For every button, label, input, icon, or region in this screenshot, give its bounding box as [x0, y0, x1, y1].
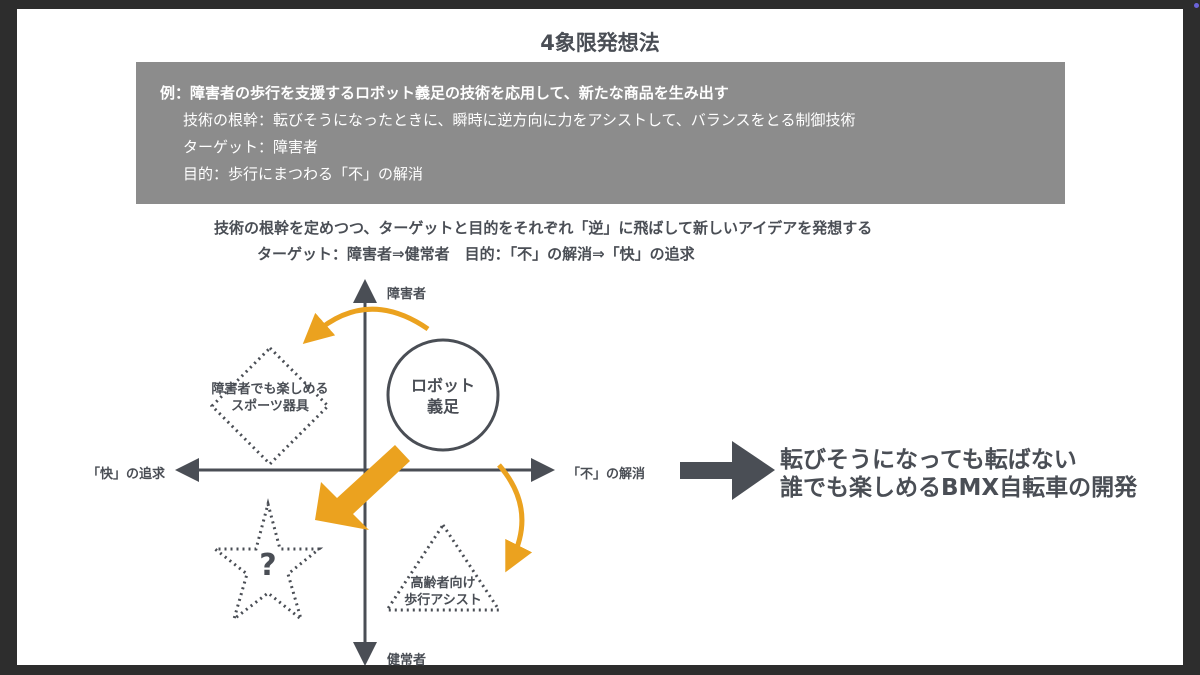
- star-shape: [210, 498, 324, 624]
- center-circle: [386, 338, 500, 452]
- quadrant-diagram: [175, 279, 775, 665]
- axis-label-left: 「快」の追求: [87, 467, 166, 482]
- example-line: 例：障害者の歩行を支援するロボット義足の技術を応用して、新たな商品を生み出す: [160, 84, 729, 102]
- slide: 4象限発想法 例：障害者の歩行を支援するロボット義足の技術を応用して、新たな商品…: [17, 9, 1183, 668]
- upper-left-idea: 障害者でも楽しめる スポーツ器具: [211, 382, 329, 414]
- curved-arrow-up: [302, 306, 430, 344]
- center-label: ロボット 義足: [410, 376, 475, 416]
- instruction-line: 技術の根幹を定めつつ、ターゲットと目的をそれぞれ「逆」に飛ばして新しいアイデアを…: [214, 219, 873, 237]
- axis-label-top: 障害者: [387, 287, 427, 302]
- result-text: 転びそうになっても転ばない 誰でも楽しめるBMX自転車の開発: [780, 446, 1137, 502]
- big-diagonal-arrow: [315, 445, 410, 530]
- diamond-shape: [209, 345, 331, 467]
- lower-right-idea: 高齢者向け 歩行アシスト: [404, 576, 482, 608]
- result-line: 誰でも楽しめるBMX自転車の開発: [780, 475, 1138, 501]
- example-box: 例：障害者の歩行を支援するロボット義足の技術を応用して、新たな商品を生み出す 技…: [136, 62, 1065, 204]
- axis-label-right: 「不」の解消: [567, 467, 646, 482]
- example-line: 目的：歩行にまつわる「不」の解消: [183, 165, 424, 183]
- slide-title: 4象限発想法: [540, 31, 660, 55]
- curved-arrow-right: [497, 463, 533, 573]
- instruction-line: ターゲット：障害者⇒健常者 目的：「不」の解消⇒「快」の追求: [257, 245, 695, 263]
- triangle-shape: [384, 522, 502, 612]
- example-line: 技術の根幹：転びそうになったときに、瞬時に逆方向に力をアシストして、バランスをと…: [183, 111, 856, 129]
- result-line: 転びそうになっても転ばない: [780, 447, 1077, 473]
- example-line: ターゲット：障害者: [183, 138, 319, 156]
- axis-label-bottom: 健常者: [387, 653, 427, 668]
- result-arrow-icon: [680, 441, 775, 500]
- status-dot: [1194, 3, 1199, 8]
- unknown-idea: ?: [259, 548, 277, 583]
